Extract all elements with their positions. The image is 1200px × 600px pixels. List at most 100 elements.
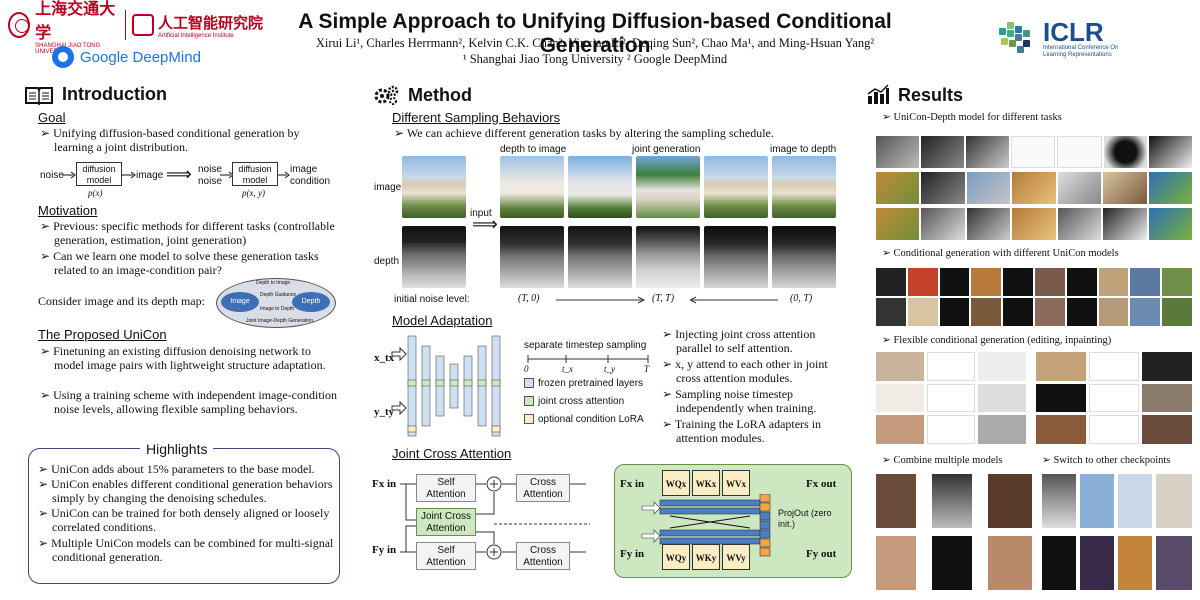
motivation-heading: Motivation	[38, 203, 98, 218]
noise-level-1: (T, 0)	[518, 293, 540, 304]
goal-noise-label: noise	[40, 170, 64, 181]
deepmind-logo: Google DeepMind	[52, 46, 201, 68]
goal-image2-label: image	[290, 164, 318, 175]
legend-lora: optional condition LoRA	[524, 414, 644, 425]
iclr-sub-1: International Conference On	[1043, 44, 1119, 51]
unet-diagram	[391, 335, 501, 437]
aii-name-en: Artificial Intelligence Institute	[158, 32, 234, 39]
results-grid-5	[1042, 472, 1194, 596]
self-attention-y: Self Attention	[416, 542, 476, 570]
goal-condition-label: condition	[290, 176, 331, 187]
authors: Xirui Li¹, Charles Herrmann², Kelvin C.K…	[315, 36, 875, 50]
tick-ty: t_y	[604, 364, 615, 374]
highlights-title: Highlights	[140, 441, 214, 457]
col-joint-generation: joint generation	[632, 144, 701, 155]
implies-icon: ⟹	[166, 164, 192, 184]
ma-bullet-3: Sampling noise timestep independently wh…	[660, 387, 840, 415]
goal-bullet: Unifying diffusion-based conditional gen…	[38, 126, 338, 154]
col-depth-to-image: depth to image	[500, 144, 567, 155]
ma-bullet-4: Training the LoRA adapters in attention …	[660, 417, 840, 445]
result-image-4	[704, 156, 768, 218]
result-image-1	[500, 156, 564, 218]
consider-text: Consider image and its depth map:	[38, 294, 205, 308]
arrow-icon	[122, 171, 136, 179]
iclr-mosaic-icon	[995, 18, 1037, 60]
jca-flow-lines	[400, 476, 590, 560]
results-heading-text: Results	[898, 84, 964, 105]
legend-joint-text: joint cross attention	[538, 396, 625, 407]
jca-fx-in: Fx in	[372, 478, 397, 490]
book-icon	[25, 86, 53, 105]
cross-attention-x: Cross Attention	[516, 474, 570, 502]
schedule-arrow-icon	[690, 296, 778, 304]
legend-frozen: frozen pretrained layers	[524, 378, 643, 389]
wq-y: WQy	[662, 544, 690, 570]
x-input-label: x_tx	[374, 352, 395, 364]
sts-label: separate timestep sampling	[524, 340, 647, 351]
result-depth-1	[500, 226, 564, 288]
highlight-item-2: UniCon enables different conditional gen…	[36, 477, 336, 505]
wk-x: WKx	[692, 470, 720, 496]
wv-x: WVx	[722, 470, 750, 496]
motivation-bullet-2: Can we learn one model to solve these ge…	[38, 249, 338, 277]
input-image	[402, 156, 466, 218]
cycle-depth-node: Depth	[292, 292, 330, 312]
method-heading-text: Method	[408, 84, 472, 105]
goal-noise3-label: noise	[198, 176, 222, 187]
results-heading: Results	[866, 84, 963, 106]
cycle-bottom-label: Joint Image-Depth Generation	[246, 318, 313, 324]
result-image-5	[772, 156, 836, 218]
wv-y: WVy	[722, 544, 750, 570]
jca-heading: Joint Cross Attention	[392, 446, 512, 461]
cycle-top-label: Depth to Image	[256, 280, 291, 286]
highlight-item-4: Multiple UniCon models can be combined f…	[36, 536, 336, 564]
proj-stack	[759, 494, 771, 557]
results-item-4: Combine multiple models	[880, 454, 1040, 468]
wk-y: WKy	[692, 544, 720, 570]
diffusion-model-box-1: diffusion model	[76, 162, 122, 186]
cross-attention-y: Cross Attention	[516, 542, 570, 570]
bar-chart-icon	[867, 84, 889, 104]
result-image-2	[568, 156, 632, 218]
unicon-bullet-1: Finetuning an existing diffusion denoisi…	[38, 344, 338, 372]
sjtu-seal-icon	[8, 12, 31, 38]
noise-level-label: initial noise level:	[394, 294, 470, 305]
result-image-3	[636, 156, 700, 218]
arrow-icon	[278, 171, 290, 179]
goal-noise2-label: noise	[198, 164, 222, 175]
timestep-axis	[527, 355, 649, 363]
intro-heading-text: Introduction	[62, 84, 167, 104]
result-depth-3	[636, 226, 700, 288]
intro-heading: Introduction	[24, 84, 167, 105]
noise-level-3: (0, T)	[790, 293, 813, 304]
jca-fx-out: Fx out	[806, 478, 837, 490]
aii-name: 人工智能研究院	[158, 15, 264, 32]
input-depth	[402, 226, 466, 288]
schedule-arrow-icon	[556, 296, 646, 304]
deepmind-icon	[52, 46, 74, 68]
cycle-mid2-label: Image to Depth	[260, 306, 295, 312]
method-heading: Method	[372, 84, 472, 106]
results-grid-4	[876, 472, 1036, 596]
motivation-bullet-1: Previous: specific methods for different…	[38, 219, 338, 247]
results-item-1: UniCon-Depth model for different tasks	[880, 111, 1180, 125]
goal-heading: Goal	[38, 110, 66, 125]
dsb-bullet: We can achieve different generation task…	[392, 126, 832, 140]
self-attention-x: Self Attention	[416, 474, 476, 502]
arrow-icon	[62, 171, 76, 179]
input-arrow-icon: ⟹	[472, 214, 498, 234]
legend-swatch-frozen	[524, 378, 534, 389]
unicon-heading: The Proposed UniCon	[38, 327, 167, 342]
noise-level-2: (T, T)	[652, 293, 675, 304]
tick-tx: t_x	[562, 364, 573, 374]
jca-fy-in: Fy in	[372, 544, 397, 556]
jca-fy-out: Fy out	[806, 548, 837, 560]
result-depth-4	[704, 226, 768, 288]
aii-mark-icon	[132, 14, 154, 36]
iclr-name: ICLR	[1043, 16, 1104, 47]
tick-T: T	[644, 364, 650, 374]
ma-bullet-1: Injecting joint cross attention parallel…	[660, 327, 840, 355]
results-item-3: Flexible conditional generation (editing…	[880, 334, 1180, 348]
wq-x: WQx	[662, 470, 690, 496]
row-depth-label: depth	[374, 256, 400, 267]
